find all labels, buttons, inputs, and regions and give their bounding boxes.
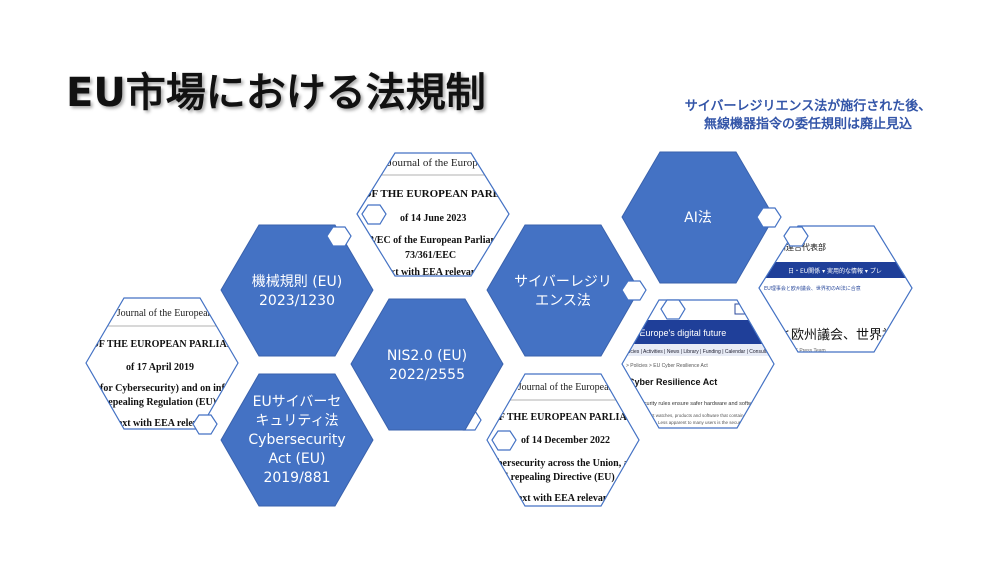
web-cra-nav: Policies | Activities | News | Library |… [622, 349, 780, 355]
doc-2022-line: nd repealing Directive (EU) [497, 472, 615, 483]
hex-machinery-line: 2023/1230 [259, 293, 335, 309]
hex-marker-icon [783, 226, 809, 247]
hex-cyber-resilience-act: サイバーレジリ エンス法 [486, 224, 640, 357]
doc-2019-line: Text with EEA relev [112, 418, 198, 429]
web-cra-body: bersecurity rules ensure safer hardware … [630, 401, 760, 407]
doc-2022-line: OF THE EUROPEAN PARLIAM [491, 412, 637, 423]
hex-marker-icon [621, 280, 647, 301]
doc-2019-line: for Cybersecurity) and on infor [100, 383, 235, 394]
web-ai-heading: と欧州議会、世界初のA [778, 328, 917, 343]
slide-title: EU市場における法規制 [66, 70, 486, 116]
note-line-2: 無線機器指令の委任規則は廃止見込 [703, 117, 912, 132]
hex-ai-line: AI法 [684, 210, 712, 226]
doc-2022-line: bersecurity across the Union, a [497, 458, 629, 469]
doc-hex-2019: al Journal of the European OF THE EUROPE… [86, 298, 238, 429]
doc-2023-line: 42/EC of the European Parliam [364, 235, 499, 246]
web-cra-breadcrumb: > Policies > EU Cyber Resilience Act [626, 363, 708, 369]
doc-2023-line: of 14 June 2023 [400, 213, 466, 224]
doc-2019-line: al Journal of the European [107, 308, 213, 319]
hex-marker-icon [491, 430, 517, 451]
note-line-1: サイバーレジリエンス法が施行された後、 [684, 99, 932, 114]
hex-eu-cybersecurity-act: EUサイバーセ キュリティ法 Cybersecurity Act (EU) 20… [220, 373, 374, 507]
web-cra-body: ne to smart watches, products and softwa… [632, 413, 748, 418]
hex-cyberact-line: EUサイバーセ [253, 394, 342, 410]
web-hex-ai: 州連合代表部 日・EU関係 ▾ 実用的な情報 ▾ プレ EU理事会と欧州議会、世… [759, 226, 917, 354]
doc-2022-line: Text with EEA relevanc [512, 493, 613, 504]
doc-2023-line: Text with EEA relevanc [380, 267, 481, 278]
web-cra-heading: Cyber Resilience Act [628, 377, 717, 387]
doc-2022-line: al Journal of the European [508, 382, 614, 393]
hex-cra-line: サイバーレジリ [514, 274, 612, 290]
doc-2023-line: OF THE EUROPEAN PARLIA [363, 188, 512, 200]
doc-2023-line: 73/361/EEC [405, 250, 456, 261]
web-ai-link: EU理事会と欧州議会、世界初のAI法に合意 [764, 285, 861, 292]
doc-2019-line: OF THE EUROPEAN PARLIAM [91, 339, 237, 350]
doc-2019-line: of 17 April 2019 [126, 362, 194, 373]
hex-marker-icon [660, 299, 686, 320]
doc-2022-line: of 14 December 2022 [521, 435, 610, 446]
doc-2019-line: repealing Regulation (EU) N [104, 397, 227, 408]
web-cra-banner: g Europe's digital future [632, 328, 726, 338]
web-ai-nav: 日・EU関係 ▾ 実用的な情報 ▾ プレ [788, 267, 882, 275]
hex-ai-act: AI法 [621, 151, 775, 284]
hex-cyberact-line: Cybersecurity [248, 432, 345, 448]
hex-cyberact-line: キュリティ法 [255, 413, 338, 429]
hex-marker-icon [326, 226, 352, 247]
web-cra-body: daily lives. Less apparent to many users… [636, 420, 748, 425]
web-hex-cra: g Europe's digital future Policies | Act… [622, 300, 780, 428]
hex-nis2-line: 2022/2555 [389, 367, 465, 383]
hex-nis2-line: NIS2.0 (EU) [387, 348, 467, 364]
hex-nis2: NIS2.0 (EU) 2022/2555 [350, 298, 504, 431]
doc-2023-line: al Journal of the European [377, 157, 494, 169]
hex-cra-line: エンス法 [535, 293, 591, 309]
regulation-note: サイバーレジリエンス法が施行された後、 無線機器指令の委任規則は廃止見込 [648, 98, 968, 134]
hex-marker-icon [361, 204, 387, 225]
web-ai-press: EAS Press Team [788, 348, 826, 354]
hex-marker-icon [192, 414, 218, 435]
hex-machinery-line: 機械規則 (EU) [252, 274, 342, 290]
hex-cyberact-line: 2019/881 [263, 470, 330, 486]
hex-machinery-regulation: 機械規則 (EU) 2023/1230 [220, 224, 374, 357]
hex-cyberact-line: Act (EU) [269, 451, 326, 467]
hex-marker-icon [756, 207, 782, 228]
web-ai-office: 州連合代表部 [778, 242, 826, 252]
